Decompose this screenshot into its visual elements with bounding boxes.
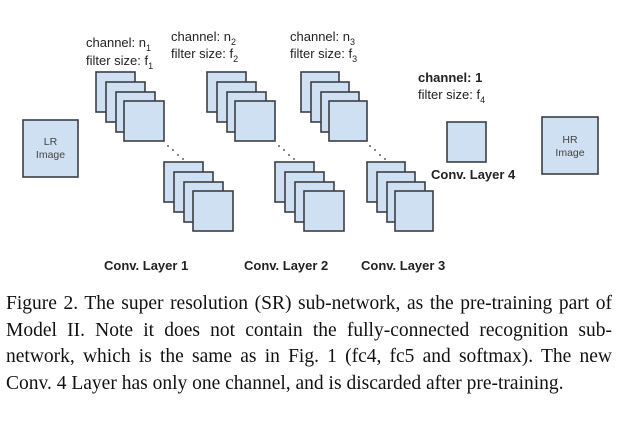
conv-layer-2-top-stack [206, 71, 276, 142]
figure-caption: Figure 2. The super resolution (SR) sub-… [6, 293, 612, 394]
conv-layer-3-header: channel: n3 filter size: f3 [290, 29, 357, 64]
conv-layer-3-bottom-stack [366, 161, 434, 232]
svg-text:filter size: f2: filter size: f2 [171, 46, 238, 64]
conv-layer-3-top-stack [300, 71, 368, 142]
conv-layer-1-top-stack [95, 71, 165, 142]
conv-layer-2-ellipsis [278, 145, 295, 160]
conv-layer-2-bottom-stack [274, 161, 345, 232]
svg-text:channel: 1: channel: 1 [418, 70, 482, 85]
conv-layer-3-label: Conv. Layer 3 [361, 258, 445, 273]
svg-text:channel: n2: channel: n2 [171, 29, 236, 47]
svg-text:filter size: f1: filter size: f1 [86, 53, 153, 71]
conv-layer-3-ellipsis [369, 145, 386, 160]
hr-image-box: HR Image [541, 116, 599, 175]
conv-layer-4-label: Conv. Layer 4 [431, 167, 516, 182]
conv-layer-4-header: channel: 1 filter size: f4 [418, 70, 485, 105]
svg-text:channel: n1: channel: n1 [86, 35, 151, 53]
lr-image-box: LR Image [22, 119, 79, 178]
conv-layer-4-square [446, 121, 487, 163]
lr-label-line2: Image [36, 149, 65, 161]
conv-layer-1-header: channel: n1 filter size: f1 [86, 35, 153, 71]
conv-layer-1-bottom-stack [163, 161, 234, 232]
svg-text:filter size: f3: filter size: f3 [290, 46, 357, 64]
hr-label-line2: Image [555, 147, 584, 159]
svg-text:filter size: f4: filter size: f4 [418, 87, 485, 105]
hr-label-line1: HR [562, 134, 578, 146]
conv-layer-2-label: Conv. Layer 2 [244, 258, 328, 273]
conv-layer-1-label: Conv. Layer 1 [104, 258, 188, 273]
sr-network-diagram: LR Image channel: n1 filter size: f1 Con… [22, 29, 599, 273]
lr-label-line1: LR [44, 136, 58, 148]
conv-layer-1-ellipsis [167, 145, 184, 160]
conv-layer-2-header: channel: n2 filter size: f2 [171, 29, 238, 64]
svg-text:channel: n3: channel: n3 [290, 29, 355, 47]
